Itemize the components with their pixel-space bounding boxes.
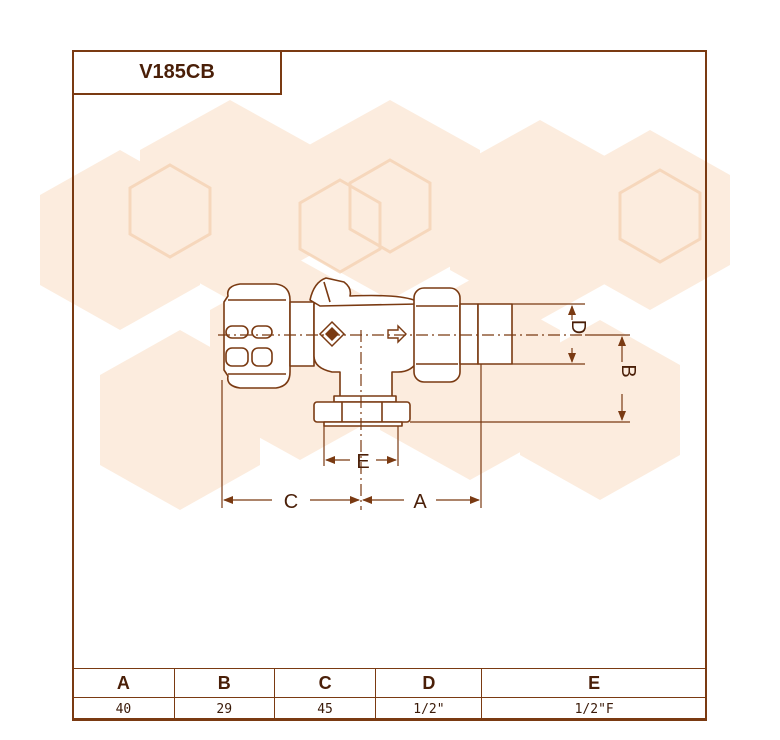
valve-bonnet xyxy=(289,301,315,367)
flow-arrow-icon xyxy=(387,324,407,344)
outlet-hex xyxy=(313,401,411,423)
valve-lever xyxy=(309,277,419,307)
value-e: 1/2"F xyxy=(481,697,707,721)
value-d: 1/2" xyxy=(375,697,483,721)
dim-label-c: C xyxy=(284,491,298,513)
dim-label-a: A xyxy=(413,491,427,513)
value-a: 40 xyxy=(72,697,175,721)
table-header-row: A B C D E xyxy=(72,668,707,698)
model-title: V185CB xyxy=(72,50,282,95)
dim-label-d: D xyxy=(567,320,589,334)
table-value-row: 40 29 45 1/2" 1/2"F xyxy=(72,697,707,721)
value-c: 45 xyxy=(273,697,377,721)
dim-label-e: E xyxy=(356,451,369,473)
value-b: 29 xyxy=(173,697,275,721)
header-c: C xyxy=(273,668,377,698)
header-b: B xyxy=(173,668,275,698)
tail-pipe xyxy=(459,303,479,365)
cap-rib xyxy=(225,347,249,367)
header-e: E xyxy=(481,668,707,698)
dim-label-b: B xyxy=(617,364,639,377)
outlet-base xyxy=(323,421,403,427)
diamond-marker-icon xyxy=(318,320,346,348)
tail-thread xyxy=(477,303,513,365)
outlet-neck xyxy=(333,395,397,403)
cap-rib xyxy=(251,347,273,367)
cap-rib xyxy=(225,325,249,339)
header-a: A xyxy=(72,668,175,698)
valve-body xyxy=(313,297,419,399)
dimension-table: A B C D E 40 29 45 1/2" 1/2"F xyxy=(72,668,707,721)
header-d: D xyxy=(375,668,483,698)
cap-rib xyxy=(251,325,273,339)
